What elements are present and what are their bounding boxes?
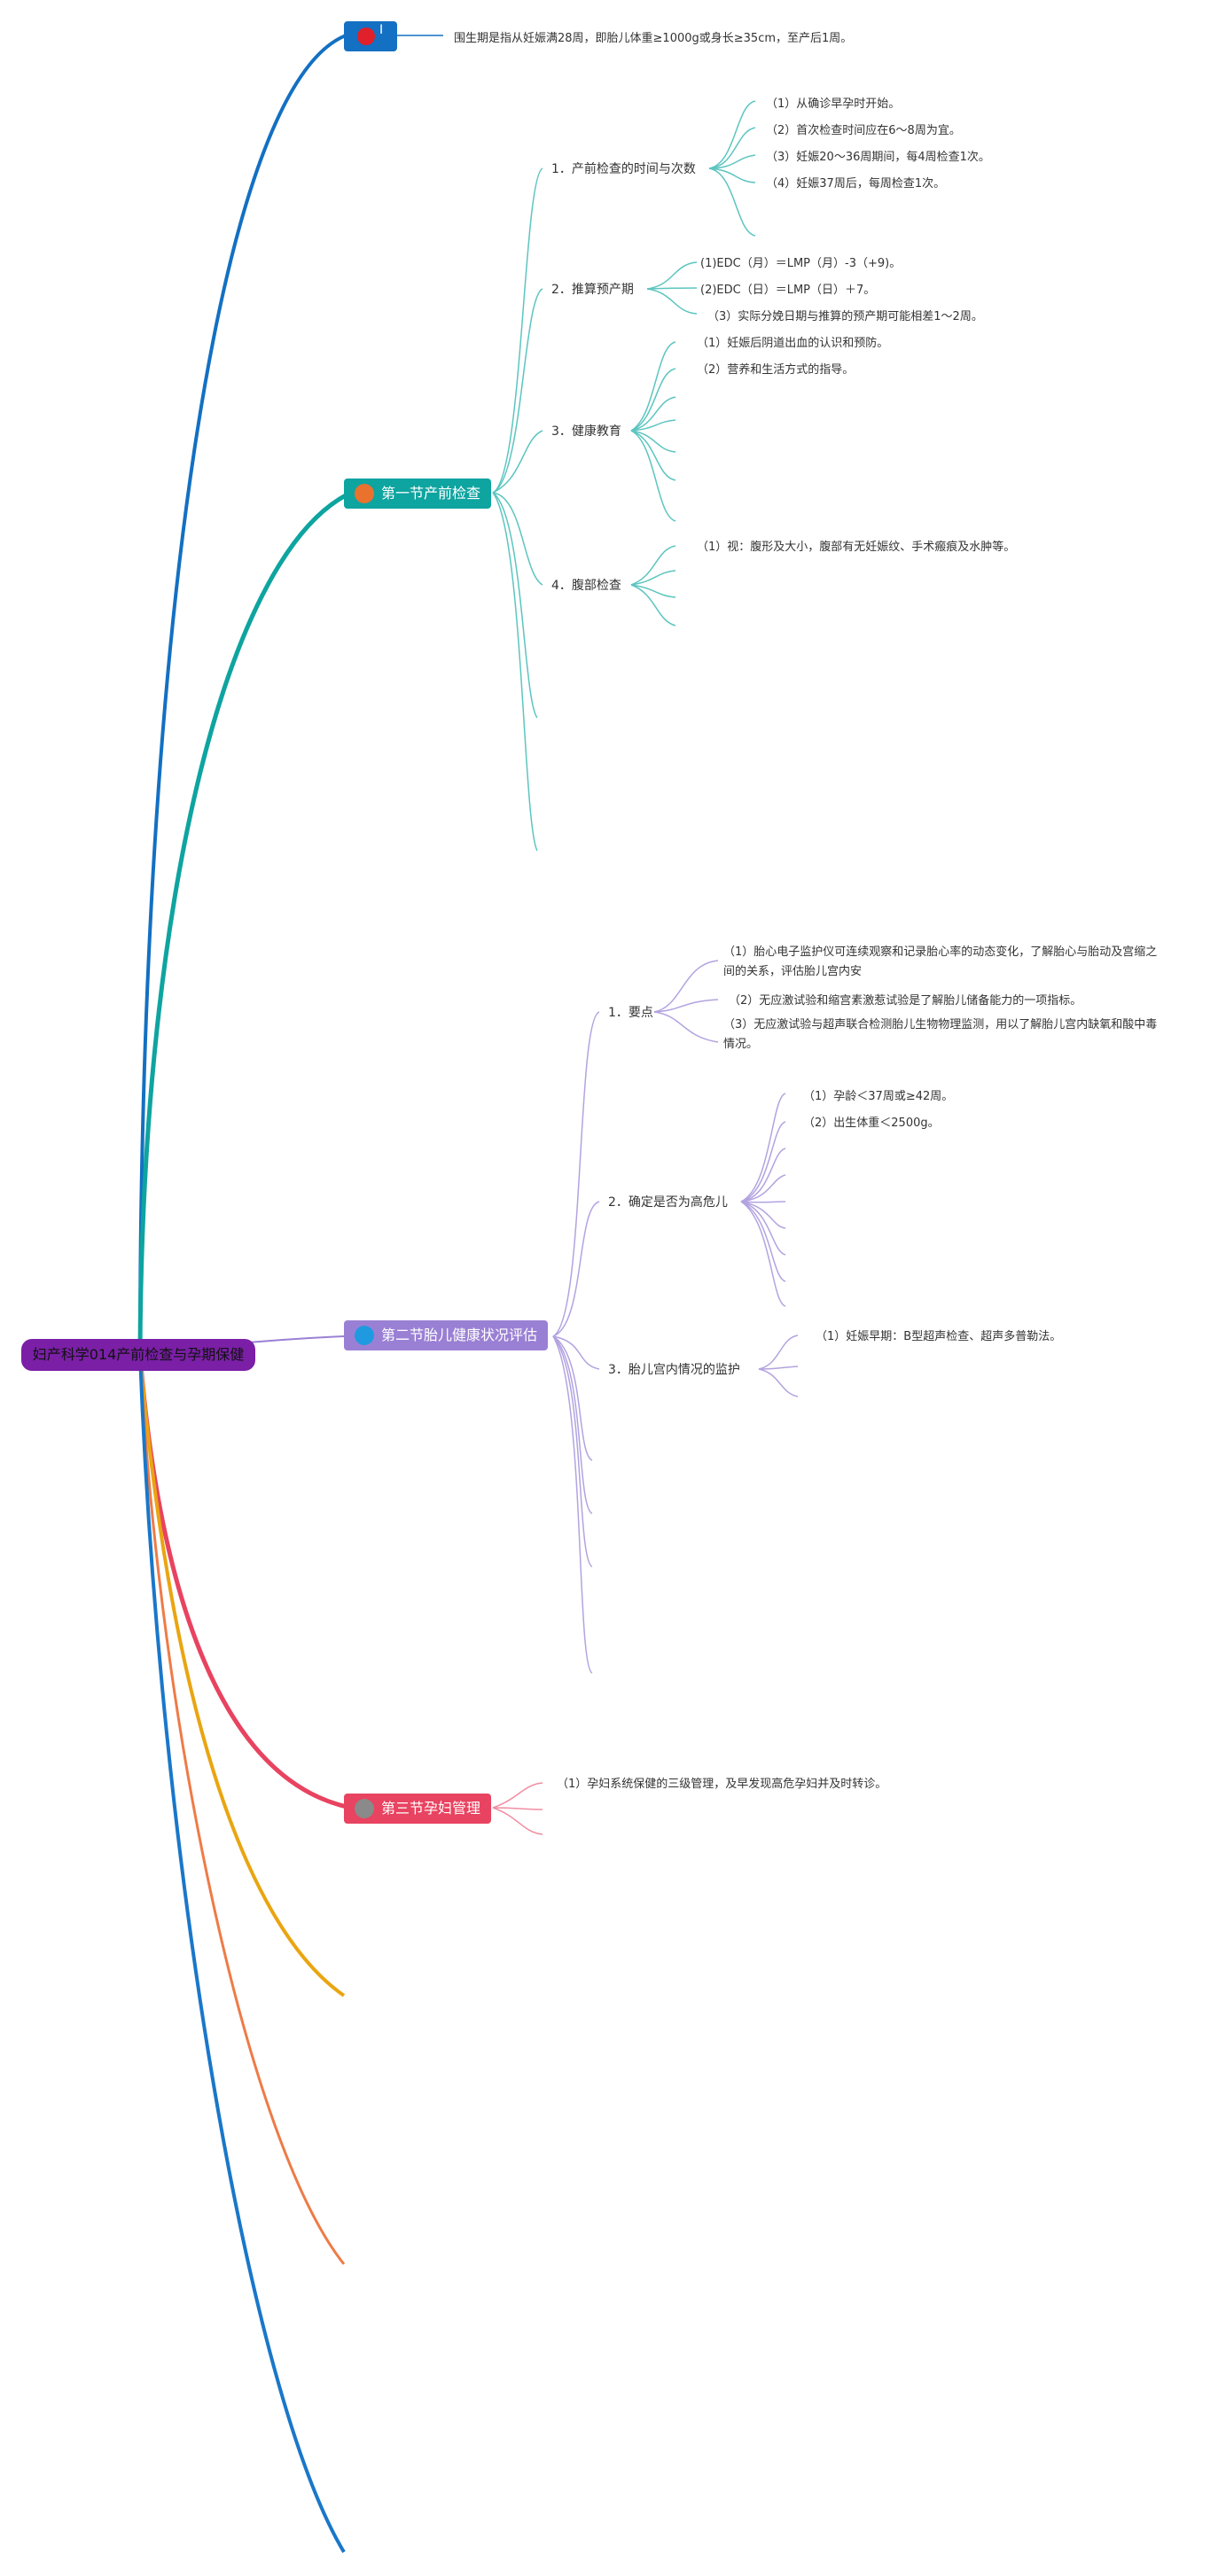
section2-item2-child: （1）孕龄＜37周或≥42周。 bbox=[803, 1090, 954, 1103]
section1-item2-child: （3）实际分娩日期与推算的预产期可能相差1～2周。 bbox=[707, 310, 983, 323]
section1-item4-child: （1）视：腹形及大小，腹部有无妊娠纹、手术瘢痕及水肿等。 bbox=[697, 541, 1016, 554]
section2-item-label[interactable]: 3．胎儿宫内情况的监护 bbox=[608, 1363, 740, 1377]
section2-item1-child: （3）无应激试验与超声联合检测胎儿生物物理监测，用以了解胎儿宫内缺氧和酸中毒情况… bbox=[723, 1018, 1158, 1051]
section3-sub-lines bbox=[492, 1782, 543, 1835]
section3-item: （1）孕妇系统保健的三级管理，及早发现高危孕妇并及时转诊。 bbox=[557, 1778, 887, 1791]
section1-title: 第一节产前检查 bbox=[381, 485, 481, 502]
section3-title: 第三节孕妇管理 bbox=[381, 1800, 481, 1817]
section1-node[interactable]: 第一节产前检查 bbox=[344, 479, 492, 509]
branch-blue-bottom-line bbox=[138, 1354, 346, 2554]
branch-section1-line bbox=[137, 490, 353, 1356]
section1-item3-child: （1）妊娠后阴道出血的认识和预防。 bbox=[697, 337, 889, 350]
section2-title: 第二节胎儿健康状况评估 bbox=[381, 1327, 538, 1343]
root-node[interactable]: 妇产科学014产前检查与孕期保健 bbox=[21, 1339, 255, 1371]
section3-node[interactable]: 第三节孕妇管理 bbox=[344, 1794, 492, 1824]
section2-sub-lines bbox=[552, 960, 799, 1674]
section2-item-label[interactable]: 2．确定是否为高危儿 bbox=[608, 1195, 728, 1210]
section1-item1-child: （3）妊娠20～36周期间，每4周检查1次。 bbox=[766, 151, 990, 164]
section2-item1-child: （2）无应激试验和缩宫素激惹试验是了解胎儿储备能力的一项指标。 bbox=[729, 994, 1082, 1008]
intro-badge[interactable]: I bbox=[344, 21, 397, 51]
section1-item-label[interactable]: 4．腹部检查 bbox=[551, 579, 621, 593]
section1-item1-child: （2）首次检查时间应在6～8周为宜。 bbox=[766, 124, 961, 137]
branch-coral-line bbox=[138, 1354, 346, 2265]
circle-icon bbox=[355, 1326, 374, 1345]
section1-item2-child: (2)EDC（日）＝LMP（日）＋7。 bbox=[700, 284, 876, 297]
section1-item1-child: （1）从确诊早孕时开始。 bbox=[766, 97, 901, 111]
branch-section3-line bbox=[137, 1354, 352, 1810]
section2-item-label[interactable]: 1．要点 bbox=[608, 1006, 653, 1020]
section1-item-label[interactable]: 3．健康教育 bbox=[551, 424, 621, 439]
branch-orange-line bbox=[138, 1354, 346, 1997]
circle-icon bbox=[355, 1799, 374, 1818]
root-label: 妇产科学014产前检查与孕期保健 bbox=[32, 1346, 245, 1363]
section2-node[interactable]: 第二节胎儿健康状况评估 bbox=[344, 1320, 549, 1350]
section1-item-label[interactable]: 2．推算预产期 bbox=[551, 283, 634, 297]
branch-intro-line bbox=[138, 32, 352, 1356]
intro-text: 围生期是指从妊娠满28周，即胎儿体重≥1000g或身长≥35cm，至产后1周。 bbox=[454, 32, 853, 45]
section1-sub-lines bbox=[492, 100, 756, 852]
circle-icon bbox=[355, 484, 374, 503]
section2-item2-child: （2）出生体重＜2500g。 bbox=[803, 1117, 940, 1130]
section2-item3-child: （1）妊娠早期：B型超声检查、超声多普勒法。 bbox=[816, 1330, 1062, 1343]
section1-item3-child: （2）营养和生活方式的指导。 bbox=[697, 363, 855, 377]
section1-item1-child: （4）妊娠37周后，每周检查1次。 bbox=[766, 177, 946, 191]
section1-item2-child: (1)EDC（月）＝LMP（月）-3（+9)。 bbox=[700, 257, 902, 270]
section1-item-label[interactable]: 1．产前检查的时间与次数 bbox=[551, 162, 696, 176]
section2-item1-child: （1）胎心电子监护仪可连续观察和记录胎心率的动态变化，了解胎心与胎动及宫缩之间的… bbox=[723, 946, 1158, 978]
circle-icon bbox=[357, 27, 375, 45]
intro-badge-label: I bbox=[379, 23, 384, 37]
